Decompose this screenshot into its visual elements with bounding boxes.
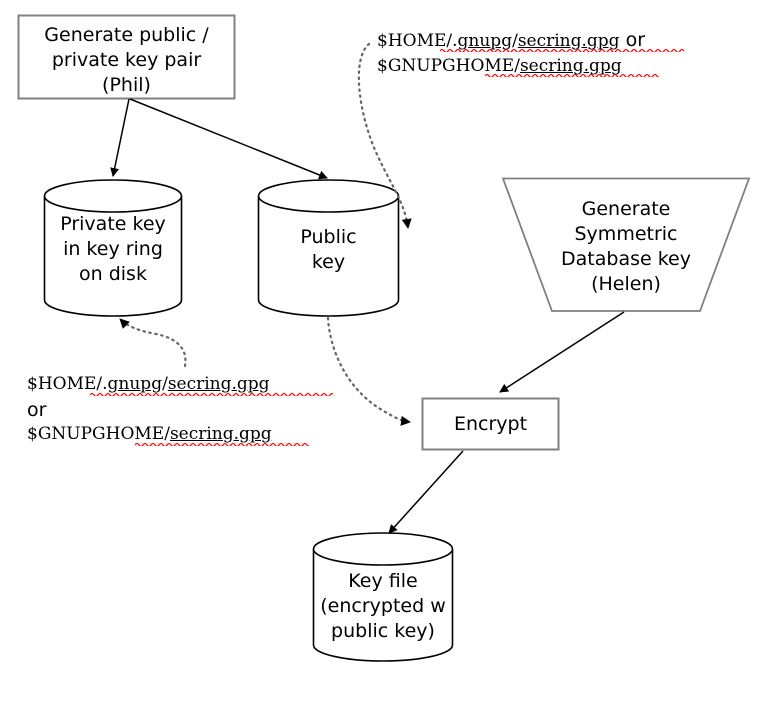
- annotation-private-key-path: $HOME/.gnupg/secring.gpg: [27, 372, 270, 397]
- path-prefix: $GNUPGHOME/: [27, 424, 170, 444]
- annotation-line: $HOME/.gnupg/secring.gpg or: [377, 28, 645, 54]
- annotation-line: $GNUPGHOME/secring.gpg: [27, 422, 272, 447]
- edge-private-key-path-callout: [118, 317, 187, 368]
- path-dir: gnupg: [457, 31, 513, 51]
- node-generate-keypair-shape: [17, 14, 236, 100]
- node-private-key-shape: [43, 179, 183, 317]
- path-file: secring.gpg: [519, 56, 622, 76]
- path-prefix: $HOME/.: [27, 374, 108, 394]
- annotation-line: $HOME/.gnupg/secring.gpg: [27, 372, 270, 397]
- annotation-public-key-path: $HOME/.gnupg/secring.gpg or $GNUPGHOME/s…: [377, 28, 645, 79]
- path-file: secring.gpg: [169, 424, 272, 444]
- node-public-key-shape: [257, 179, 400, 317]
- path-or-suffix: or: [619, 29, 646, 51]
- path-prefix: $GNUPGHOME/: [377, 56, 520, 76]
- path-separator: /: [512, 31, 518, 51]
- annotation-line: $GNUPGHOME/secring.gpg: [377, 54, 645, 79]
- path-prefix: $HOME/.: [377, 31, 458, 51]
- edge-keypair-to-private-key: [110, 98, 130, 177]
- path-separator: /: [162, 374, 168, 394]
- node-key-file-shape: [312, 532, 454, 662]
- edge-encrypt-to-key-file: [388, 450, 464, 534]
- annotation-private-key-path-alt: $GNUPGHOME/secring.gpg: [27, 422, 272, 447]
- node-generate-symmetric-key-shape: [501, 177, 751, 312]
- path-file: secring.gpg: [517, 31, 620, 51]
- node-encrypt-shape: [421, 397, 560, 451]
- edge-public-key-path-callout: [357, 42, 412, 230]
- edge-public-key-to-encrypt: [326, 316, 412, 426]
- annotation-private-key-path-or: or: [27, 399, 47, 421]
- path-file: secring.gpg: [167, 374, 270, 394]
- edge-symmetric-key-to-encrypt: [499, 311, 625, 393]
- edge-keypair-to-public-key: [129, 98, 328, 180]
- path-dir: gnupg: [107, 374, 163, 394]
